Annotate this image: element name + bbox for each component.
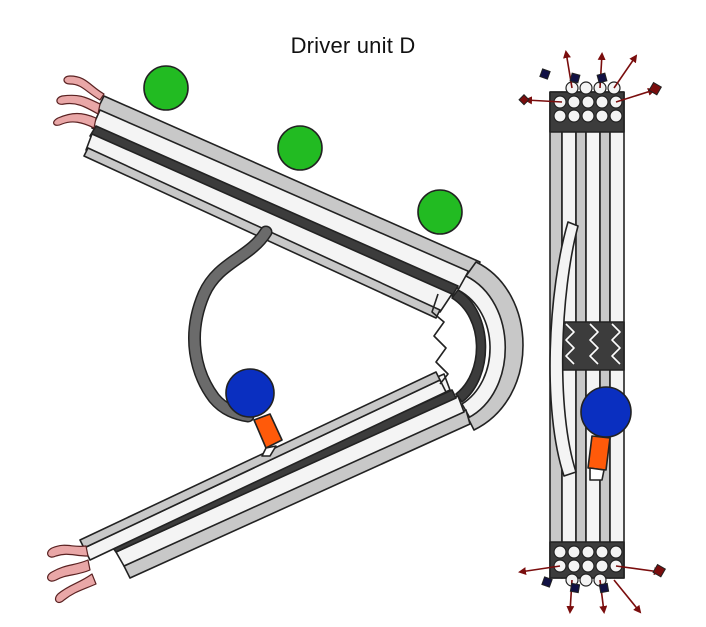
ribbon-end-bottom	[47, 544, 97, 604]
square-caps	[518, 68, 667, 594]
bead-row-bottom	[553, 545, 623, 587]
blue-bead	[225, 368, 275, 418]
green-bead-1	[143, 65, 189, 111]
green-bead-3	[417, 189, 463, 235]
folded-unit	[47, 65, 524, 604]
zigzag-break	[431, 293, 449, 385]
lower-arm	[79, 371, 471, 579]
orange-tag-right	[587, 435, 611, 471]
blue-bead-right	[580, 386, 632, 438]
orange-tag	[253, 413, 283, 449]
bead-row-top	[553, 81, 623, 123]
diagram-title: Driver unit D	[290, 33, 416, 58]
hairpin-bend	[451, 261, 524, 431]
side-sheath	[549, 221, 579, 477]
ribbon-end-top	[53, 75, 105, 129]
green-bead-2	[277, 125, 323, 171]
extended-unit	[549, 81, 632, 587]
zigzag-springs	[565, 323, 621, 365]
